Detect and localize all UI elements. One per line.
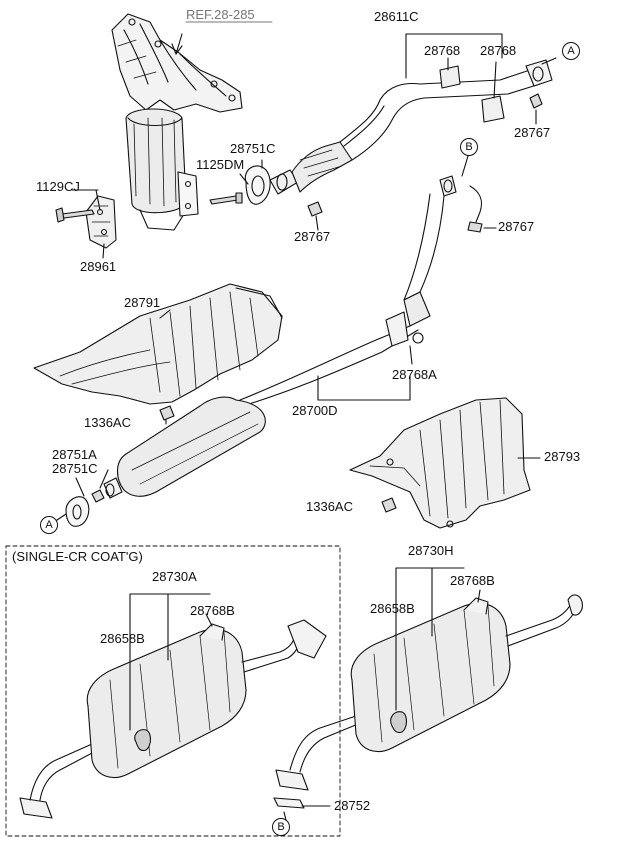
part-label-28767-c: 28767: [498, 219, 535, 234]
connector-a-top: A: [562, 42, 580, 60]
leader-28768b-a: [477, 589, 481, 603]
part-label-28752: 28752: [334, 798, 371, 813]
leader-28768: [447, 57, 497, 99]
leader-28611c: [405, 33, 503, 79]
rear-muffler-28730a: [19, 619, 327, 819]
connector-b-bottom: B: [272, 818, 290, 836]
part-label-1125dm: 1125DM: [196, 157, 245, 172]
part-label-28767-a: 28767: [514, 125, 551, 140]
part-label-28793: 28793: [544, 449, 581, 464]
part-label-28768b-b: 28768B: [190, 603, 235, 618]
part-label-28791: 28791: [124, 295, 161, 310]
part-label-28700d: 28700D: [292, 403, 338, 418]
part-label-1129cj: 1129CJ: [36, 179, 80, 194]
leader-28767-b: [315, 215, 319, 231]
leader-28700d: [317, 375, 411, 401]
rear-muffler-28730h: [275, 594, 583, 791]
part-label-1336ac-a: 1336AC: [84, 415, 131, 430]
leader-28791: [159, 309, 171, 319]
part-label-28658b-a: 28658B: [370, 601, 415, 616]
part-label-28768-b: 28768: [480, 43, 517, 58]
leader-b-top: [461, 155, 469, 177]
inset-title: (SINGLE-CR COAT'G): [12, 549, 143, 564]
bolt-1125dm: [209, 192, 243, 205]
hanger-b-top: [467, 185, 483, 233]
gasket-28752: [273, 797, 305, 809]
part-label-28767-b: 28767: [294, 229, 331, 244]
catalytic-converter: [125, 108, 199, 231]
nut-1336ac-a: [159, 405, 175, 421]
part-label-28751c-b: 28751C: [52, 461, 98, 476]
part-label-28611c: 28611C: [374, 9, 419, 24]
nut-1336ac-b: [381, 497, 397, 513]
leader-gasket-upper: [239, 159, 263, 185]
connector-b-top: B: [460, 138, 478, 156]
center-pipe-28700d: [235, 175, 457, 409]
part-label-28751c-a: 28751C: [230, 141, 276, 156]
part-label-28768b-a: 28768B: [450, 573, 495, 588]
inset-box: [5, 545, 341, 837]
bracket-28961: [85, 195, 117, 249]
exhaust-manifold: [111, 13, 243, 113]
part-label-28768-a: 28768: [424, 43, 461, 58]
bolt-1129cj: [55, 207, 95, 223]
leader-28768b-b: [205, 613, 213, 627]
part-label-28730a: 28730A: [152, 569, 197, 584]
nut-28767-lower: [307, 201, 323, 217]
part-label-28730h: 28730H: [408, 543, 454, 558]
leader-28961: [95, 189, 105, 259]
ref-arrow: [171, 43, 183, 55]
ref-note: REF.28-285: [186, 7, 255, 22]
gasket-28751a: [65, 489, 105, 527]
connector-a-left: A: [40, 516, 58, 534]
heat-shield-28793: [349, 397, 531, 529]
front-pipe-28611c: [269, 59, 553, 195]
part-label-28751a: 28751A: [52, 447, 97, 462]
leader-a-top: [541, 57, 557, 65]
leader-gasket-lower: [75, 469, 109, 497]
leader-28730h: [395, 567, 465, 711]
gasket-28751c: [244, 165, 271, 205]
part-label-28768a: 28768A: [392, 367, 437, 382]
leader-28768a: [409, 345, 413, 365]
part-label-28658b-b: 28658B: [100, 631, 145, 646]
heat-shield-28791: [33, 283, 283, 405]
leader-28730a: [129, 593, 211, 731]
center-muffler: [103, 396, 266, 499]
ref-leader: [175, 33, 183, 55]
part-label-28961: 28961: [80, 259, 117, 274]
part-label-1336ac-b: 1336AC: [306, 499, 353, 514]
